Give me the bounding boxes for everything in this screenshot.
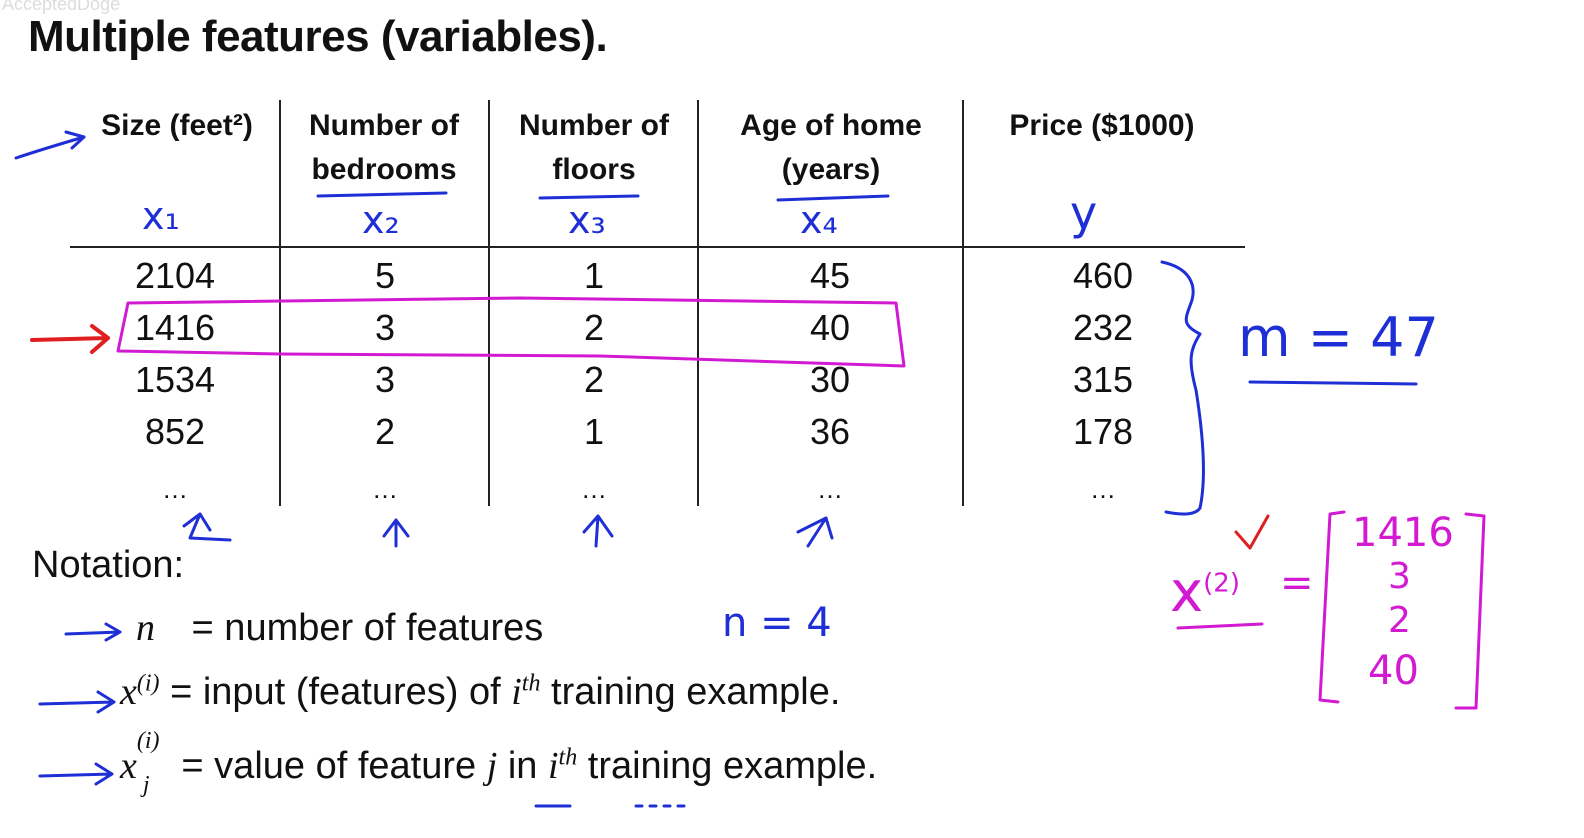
table-cell: 40 (809, 307, 851, 348)
table-cell: 3 (374, 307, 396, 348)
table-column-divider (697, 100, 699, 506)
table-cell: 232 (1072, 307, 1134, 348)
table-cell: 45 (809, 255, 851, 296)
table-cell: … (817, 474, 843, 504)
notation-line-n: n = number of features (136, 607, 544, 649)
feature-label-x1: x₁ (142, 194, 180, 238)
table-cell: 3 (374, 359, 396, 400)
feature-label-y: y (1070, 186, 1098, 240)
table-cell: … (581, 474, 607, 504)
vector-entry: 1416 (1352, 510, 1454, 556)
table-header-rule (70, 246, 1245, 248)
notation-line-xi: x(i) = input (features) of ith training … (120, 670, 841, 713)
header-size: Size (feet²) (101, 109, 253, 142)
arrow-icon (38, 690, 116, 714)
slide-title: Multiple features (variables). (28, 12, 608, 61)
arrow-icon (582, 514, 614, 548)
table-cell: 315 (1072, 359, 1134, 400)
table-column-divider (488, 100, 490, 506)
arrow-icon (796, 516, 834, 548)
table-cell: 1 (583, 411, 605, 452)
table-cell: 852 (144, 411, 206, 452)
table-cell: … (162, 474, 188, 504)
table-cell: 5 (374, 255, 396, 296)
x2-vector-equals: = (1280, 560, 1314, 606)
table-cell: 30 (809, 359, 851, 400)
notation-line-xij: x(i)j = value of feature j in ith traini… (120, 728, 878, 798)
watermark: AcceptedDoge (2, 0, 121, 14)
table-cell: 2 (583, 359, 605, 400)
table-cell: 2 (374, 411, 396, 452)
arrow-icon (30, 324, 110, 354)
m-underline (1248, 380, 1418, 386)
table-cell: 2104 (134, 255, 216, 296)
arrow-icon (182, 512, 232, 542)
table-cell: 460 (1072, 255, 1134, 296)
header-underline (538, 194, 640, 200)
feature-label-x2: x₂ (362, 198, 400, 242)
table-cell: … (372, 474, 398, 504)
row-highlight-box (116, 296, 906, 368)
vector-entry: 3 (1388, 556, 1411, 597)
feature-label-x4: x₄ (800, 198, 838, 242)
header-bedrooms: Number of bedrooms (309, 109, 459, 186)
table-cell: 36 (809, 411, 851, 452)
notation-heading: Notation: (32, 544, 185, 586)
bracket-icon (1318, 510, 1346, 704)
table-column-divider (279, 100, 281, 506)
check-icon (1234, 514, 1270, 550)
feature-label-x3: x₃ (568, 198, 606, 242)
bracket-icon (1454, 512, 1486, 710)
n-label: n = 4 (722, 600, 832, 646)
x2-vector-label: x(2) (1170, 560, 1240, 625)
vector-entry: 40 (1368, 648, 1419, 694)
table-column-divider (962, 100, 964, 506)
arrow-icon (64, 622, 122, 642)
arrow-icon (382, 518, 410, 548)
table-cell: … (1090, 474, 1116, 504)
arrow-icon (38, 762, 114, 786)
vector-entry: 2 (1388, 600, 1411, 641)
table-cell: 178 (1072, 411, 1134, 452)
header-underline (316, 191, 448, 198)
arrow-icon (14, 130, 86, 160)
table-cell: 1 (583, 255, 605, 296)
header-floors: Number of floors (519, 109, 669, 186)
x2-underline (1176, 622, 1264, 630)
table-cell: 1416 (134, 307, 216, 348)
brace-icon (1160, 260, 1205, 516)
header-age: Age of home (years) (740, 109, 922, 186)
m-label: m = 47 (1238, 306, 1439, 369)
table-cell: 2 (583, 307, 605, 348)
header-price: Price ($1000) (1009, 109, 1195, 142)
header-underline (776, 194, 890, 202)
table-cell: 1534 (134, 359, 216, 400)
